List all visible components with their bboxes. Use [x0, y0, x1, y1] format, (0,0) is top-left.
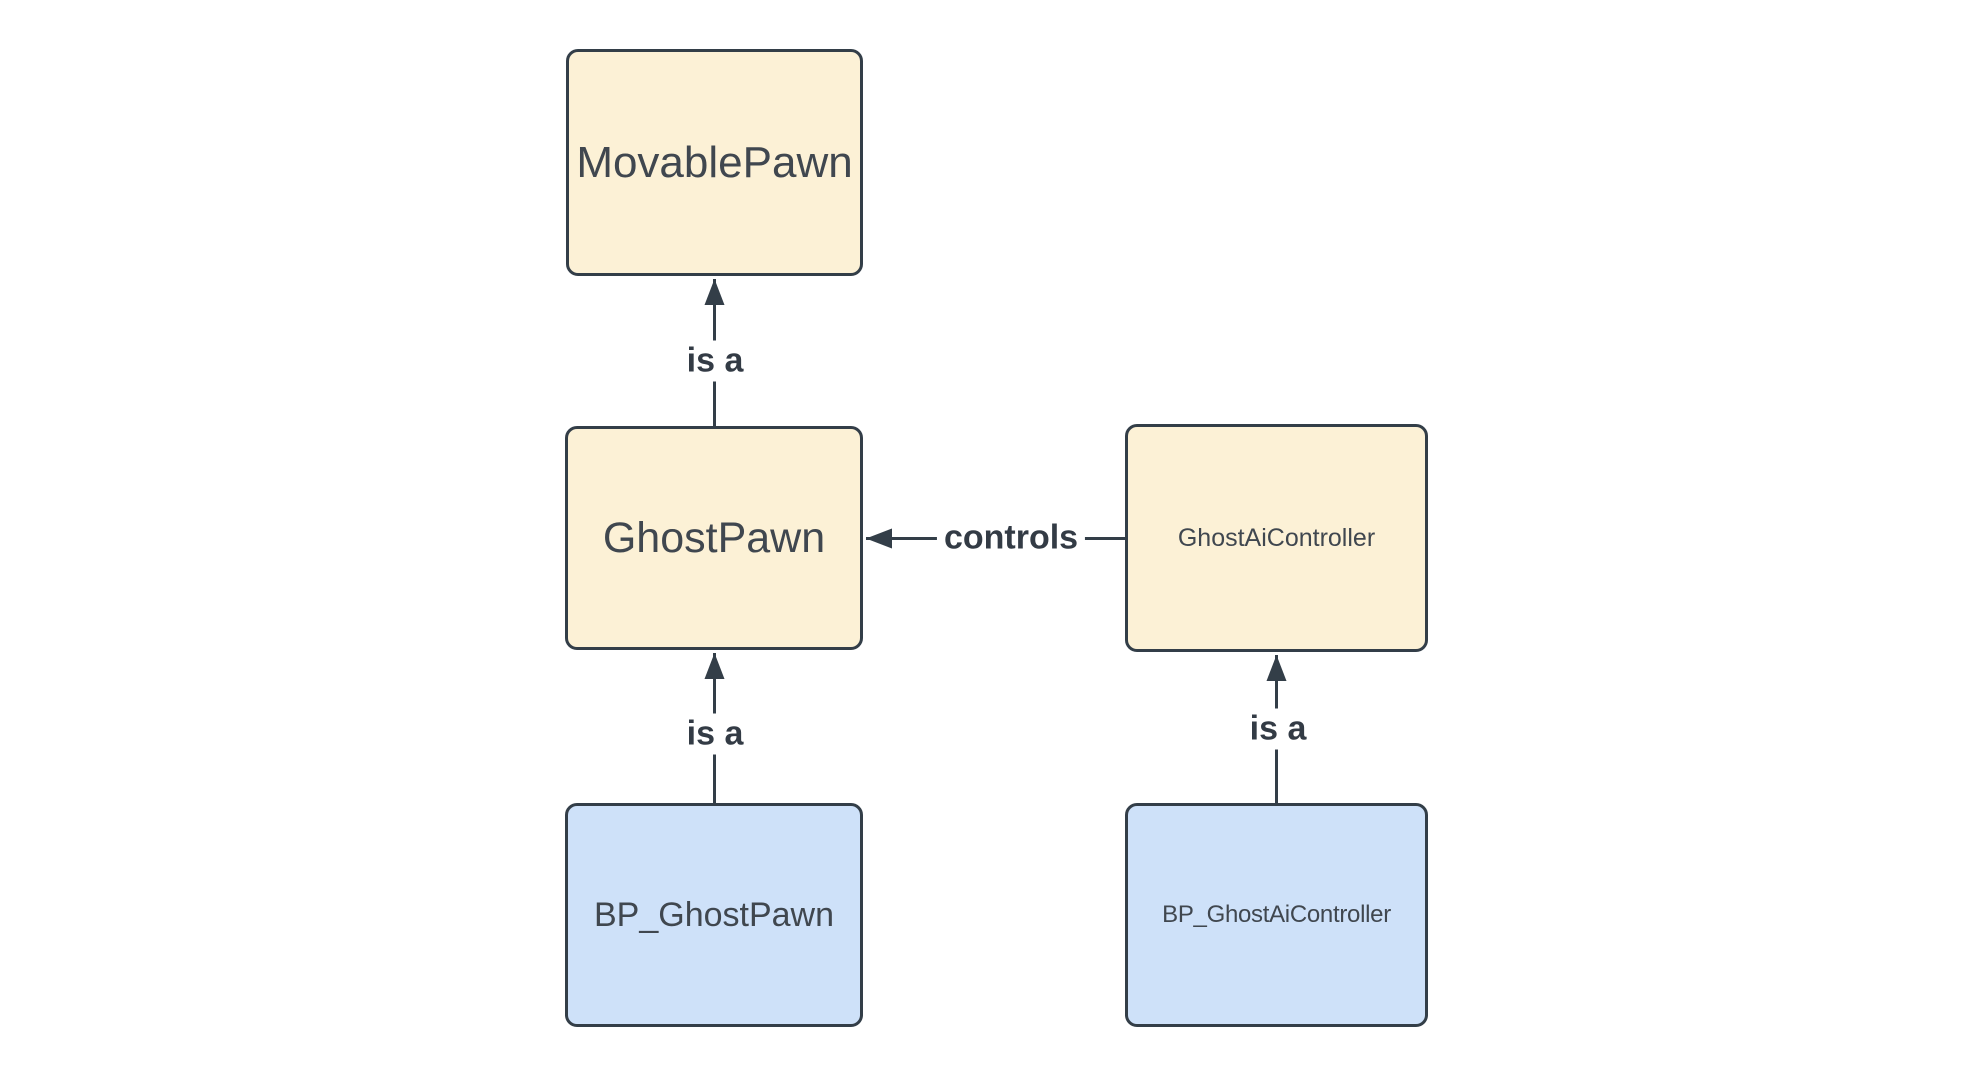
- node-ghost-pawn-label: GhostPawn: [602, 513, 826, 562]
- node-bp-ghost-ai-controller-label: BP_GhostAiController: [1162, 901, 1391, 928]
- node-ghost-ai-controller: GhostAiController: [1125, 424, 1428, 652]
- node-bp-ghost-ai-controller: BP_GhostAiController: [1125, 803, 1428, 1027]
- edge-label-controls: controls: [936, 517, 1086, 559]
- node-movable-pawn: MovablePawn: [566, 49, 863, 276]
- edge-label-isa-bp-ghost-pawn-to-ghost-pawn: is a: [679, 713, 751, 755]
- edge-label-isa-bp-ghost-ai-controller-to-ghost-ai-controller: is a: [1242, 708, 1314, 750]
- node-ghost-ai-controller-label: GhostAiController: [1177, 523, 1376, 552]
- node-bp-ghost-pawn-label: BP_GhostPawn: [593, 895, 835, 934]
- node-bp-ghost-pawn: BP_GhostPawn: [565, 803, 863, 1027]
- edge-label-isa-ghost-pawn-to-movable-pawn: is a: [679, 340, 751, 382]
- node-ghost-pawn: GhostPawn: [565, 426, 863, 650]
- node-movable-pawn-label: MovablePawn: [576, 137, 853, 187]
